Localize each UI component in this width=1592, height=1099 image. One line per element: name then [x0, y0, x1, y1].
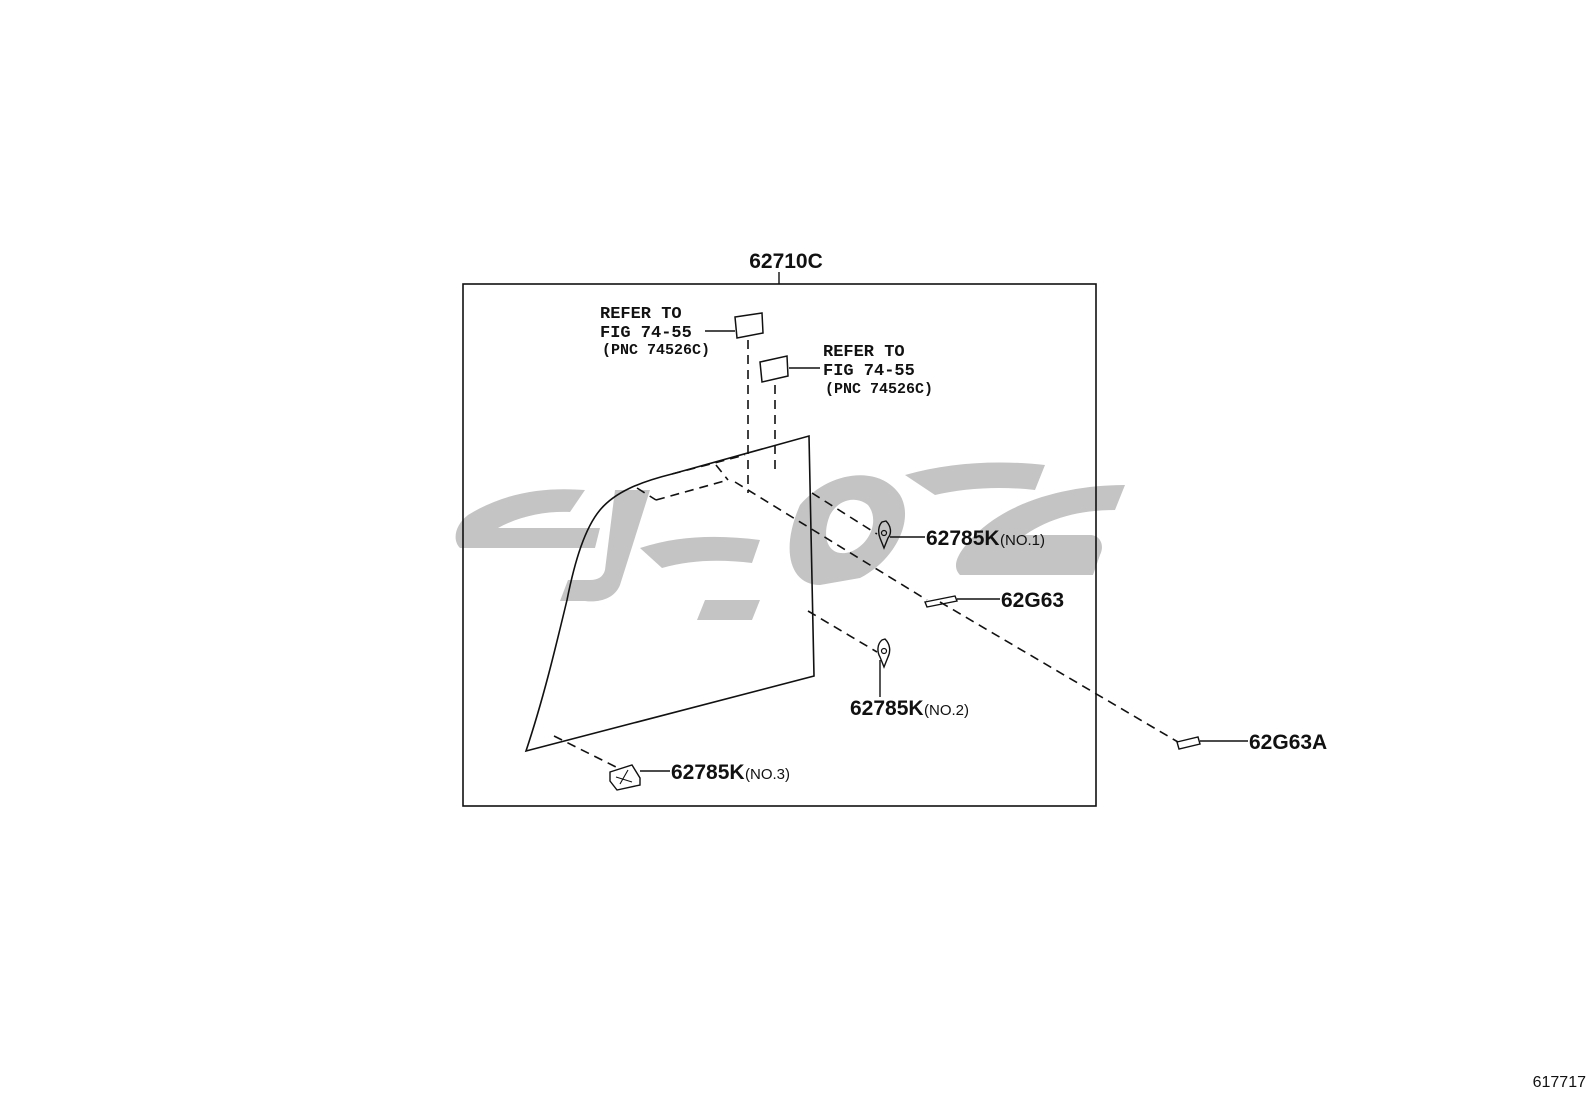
refer-label-1: REFER TO FIG 74-55 (PNC 74526C) [600, 305, 710, 359]
refer-2-line1: REFER TO [823, 343, 905, 362]
clip-no1-suffix: (NO.1) [1000, 532, 1045, 549]
retainer-a-dashed-leader [939, 601, 1179, 743]
refer-2-line3[interactable]: (PNC 74526C) [825, 381, 933, 398]
watermark-logo [455, 462, 1125, 620]
clip-no3-suffix: (NO.3) [745, 766, 790, 783]
refer-1-line2: FIG 74-55 [600, 324, 692, 343]
clip-no2-number[interactable]: 62785K [850, 697, 924, 720]
assembly-part-number[interactable]: 62710C [749, 250, 823, 273]
clip-no3-number[interactable]: 62785K [671, 761, 745, 784]
clip-no3-dashed-leader [553, 735, 619, 769]
quarter-glass [524, 434, 815, 753]
refer-label-2: REFER TO FIG 74-55 (PNC 74526C) [823, 343, 933, 398]
refer-2-line2: FIG 74-55 [823, 362, 915, 381]
clip-no1-dashed-leader [811, 492, 878, 535]
glass-inner-dashes [636, 454, 746, 501]
retainer-dashed-leader [734, 481, 928, 601]
refer-1-line3[interactable]: (PNC 74526C) [602, 342, 710, 359]
retainer-number[interactable]: 62G63 [1001, 589, 1064, 612]
clip-no1-icon [877, 520, 892, 550]
emblem-part-1 [734, 312, 764, 339]
clip-no2-suffix: (NO.2) [924, 702, 969, 719]
clip-no1-number[interactable]: 62785K [926, 527, 1000, 550]
refer-1-line1: REFER TO [600, 305, 682, 324]
retainer-icon [924, 595, 958, 608]
clip-no2-icon [877, 638, 891, 669]
retainer-a-icon [1176, 736, 1201, 750]
clip-no2-dashed-leader [807, 610, 878, 653]
emblem-part-2 [759, 355, 789, 383]
illustration-id: 617717 [1533, 1074, 1586, 1091]
retainer-a-number[interactable]: 62G63A [1249, 731, 1327, 754]
clip-no3-icon [609, 764, 641, 791]
